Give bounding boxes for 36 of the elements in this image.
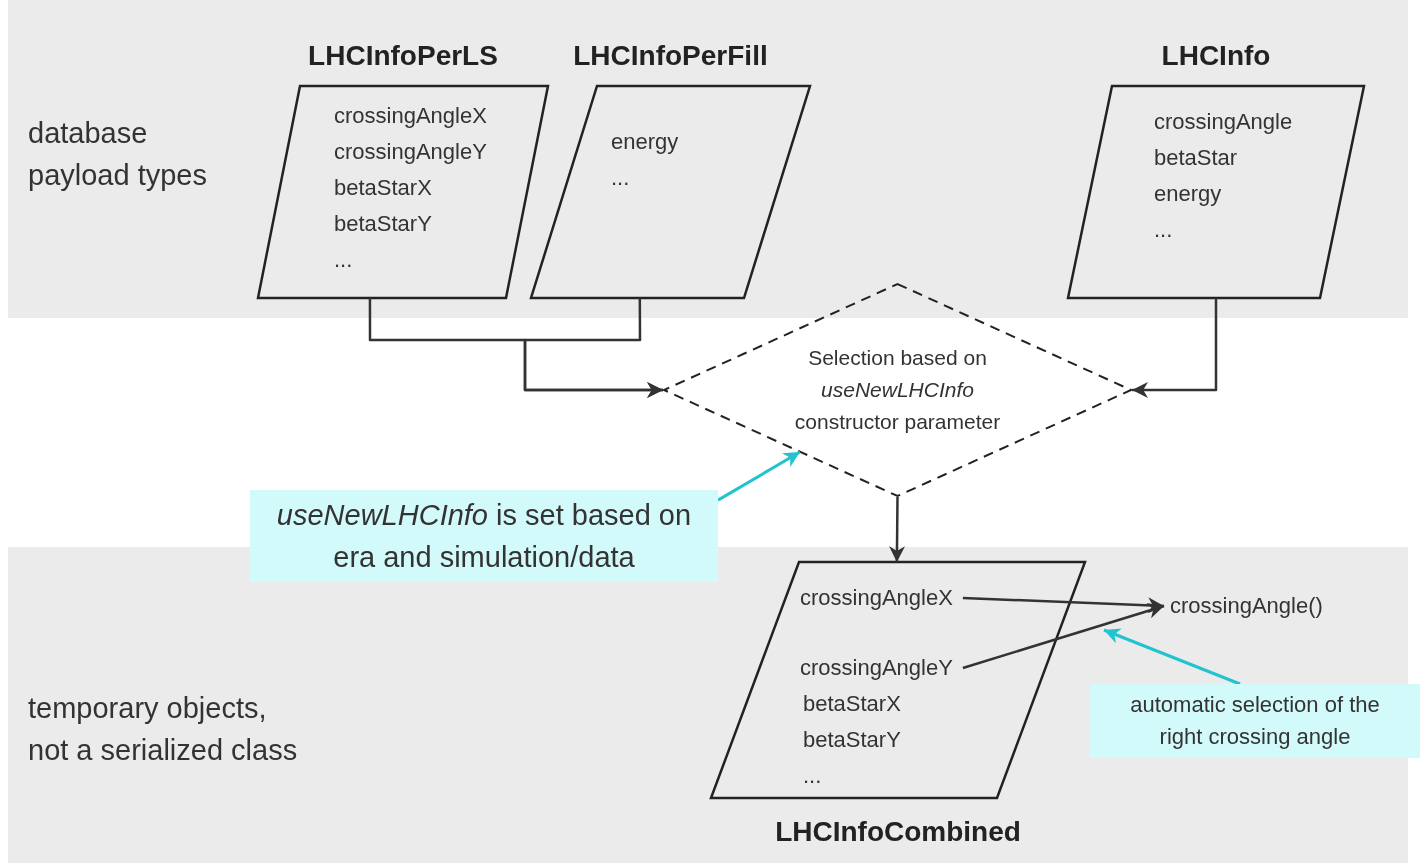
field-name: energy (611, 128, 679, 156)
field-name: ... (334, 246, 353, 274)
field-name: ... (1154, 216, 1173, 244)
band-background (8, 0, 1408, 318)
arrow (1132, 298, 1218, 398)
box-title: LHCInfoPerFill (572, 39, 769, 73)
band-label: database payload types (28, 116, 208, 194)
pointer-arrow (1103, 628, 1241, 686)
note-text: automatic selection of the right crossing angle (1129, 691, 1381, 751)
field-name: betaStarY (334, 210, 432, 238)
decision-diamond (663, 283, 1132, 497)
field-name: ... (803, 762, 822, 790)
member-name: crossingAngleY (800, 650, 953, 686)
pointer-arrow (717, 450, 801, 502)
field-name: crossingAngleX (334, 102, 487, 130)
field-name: energy (1154, 180, 1222, 208)
field-name: crossingAngle (1154, 108, 1293, 136)
field-name: ... (611, 164, 630, 192)
note-box (1090, 684, 1420, 758)
field-name: betaStarY (803, 726, 901, 754)
note-text: useNewLHCInfo is set based on era and simulation/data (275, 497, 693, 575)
note-box (250, 490, 718, 582)
arrow (962, 603, 1165, 670)
band-label: temporary objects, not a serialized class (28, 691, 299, 769)
member-name: crossingAngleX (800, 580, 953, 616)
box-title: LHCInfo (1160, 39, 1272, 73)
box-title: LHCInfoPerLS (307, 39, 499, 73)
member-name: crossingAngle() (1170, 588, 1323, 624)
arrow (523, 298, 663, 398)
field-name: betaStarX (334, 174, 432, 202)
field-name: crossingAngleY (334, 138, 487, 166)
field-name: betaStarX (803, 690, 901, 718)
decision-text: Selection based on useNewLHCInfo constructor parameter (793, 345, 1002, 435)
field-name: betaStar (1154, 144, 1238, 172)
box-title: LHCInfoCombined (774, 815, 1022, 849)
arrow (889, 497, 906, 563)
